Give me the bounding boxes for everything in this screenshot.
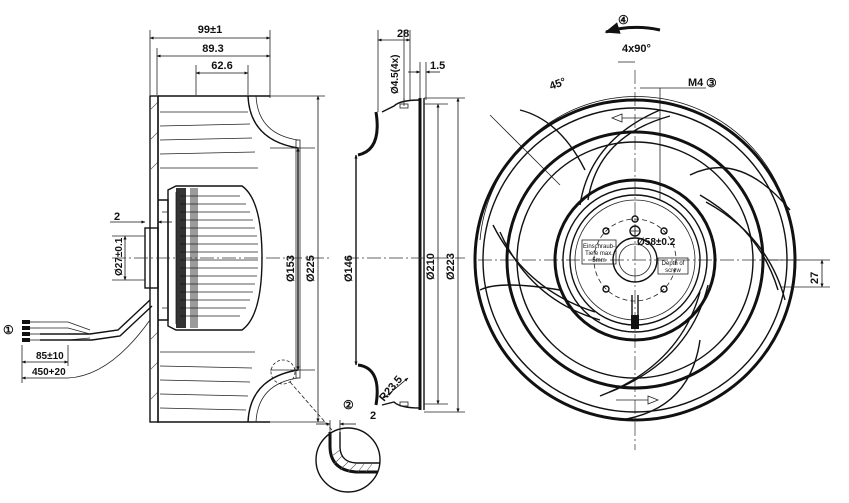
callout-1: ①	[3, 323, 14, 337]
angle-45: 45°	[548, 76, 568, 93]
svg-text:Einschraub-: Einschraub-	[583, 244, 615, 250]
dim-28: 28	[397, 28, 409, 40]
dim-pcd-58: Ø58±0.2	[637, 237, 676, 248]
dim-27: 27	[809, 272, 821, 284]
svg-text:screw: screw	[665, 268, 681, 274]
screw-holes	[602, 215, 668, 293]
dim-225: Ø225	[305, 255, 317, 282]
dim-4x90: 4x90°	[622, 43, 651, 55]
dim-r23-5: R23.5	[377, 374, 405, 404]
dim-cable-450: 450+20	[32, 367, 66, 378]
dim-hub-27: Ø27±0.1	[114, 237, 125, 276]
label-plate-right: Depth of screw	[657, 257, 689, 275]
dim-shaft-2: 2	[114, 211, 120, 223]
svg-text:5mm: 5mm	[592, 258, 605, 264]
side-view: 99±1 89.3 62.6 2	[3, 24, 381, 493]
cable-leads	[22, 299, 153, 342]
dim-210: Ø210	[425, 253, 437, 280]
dim-89: 89.3	[202, 43, 223, 55]
impeller-blades	[479, 109, 791, 421]
dim-99: 99±1	[198, 24, 222, 36]
label-plate-left: Einschraub- Tiefe max. 5mm	[581, 239, 617, 265]
inlet-ring-section: 28 Ø4.5(4x) 1.5 Ø146 Ø210 Ø223	[343, 28, 465, 413]
callout-2: ②	[343, 398, 354, 412]
dim-1-5: 1.5	[430, 60, 445, 72]
dim-detail-2: 2	[370, 410, 376, 422]
thread-m4: M4	[688, 77, 704, 89]
dim-cable-85: 85±10	[36, 351, 64, 362]
callout-3: ③	[706, 76, 717, 90]
detail-2	[315, 420, 381, 493]
dim-mount-hole: Ø4.5(4x)	[390, 55, 401, 94]
dim-153: Ø153	[285, 255, 297, 282]
svg-text:Tiefe max.: Tiefe max.	[585, 251, 613, 257]
dim-146: Ø146	[343, 255, 355, 282]
dim-223: Ø223	[445, 253, 457, 280]
callout-4: ④	[618, 13, 629, 27]
svg-text:Depth of: Depth of	[662, 261, 685, 267]
dim-62: 62.6	[211, 60, 232, 72]
front-view: ④ 4x90° 45° M4 ③	[473, 13, 830, 450]
